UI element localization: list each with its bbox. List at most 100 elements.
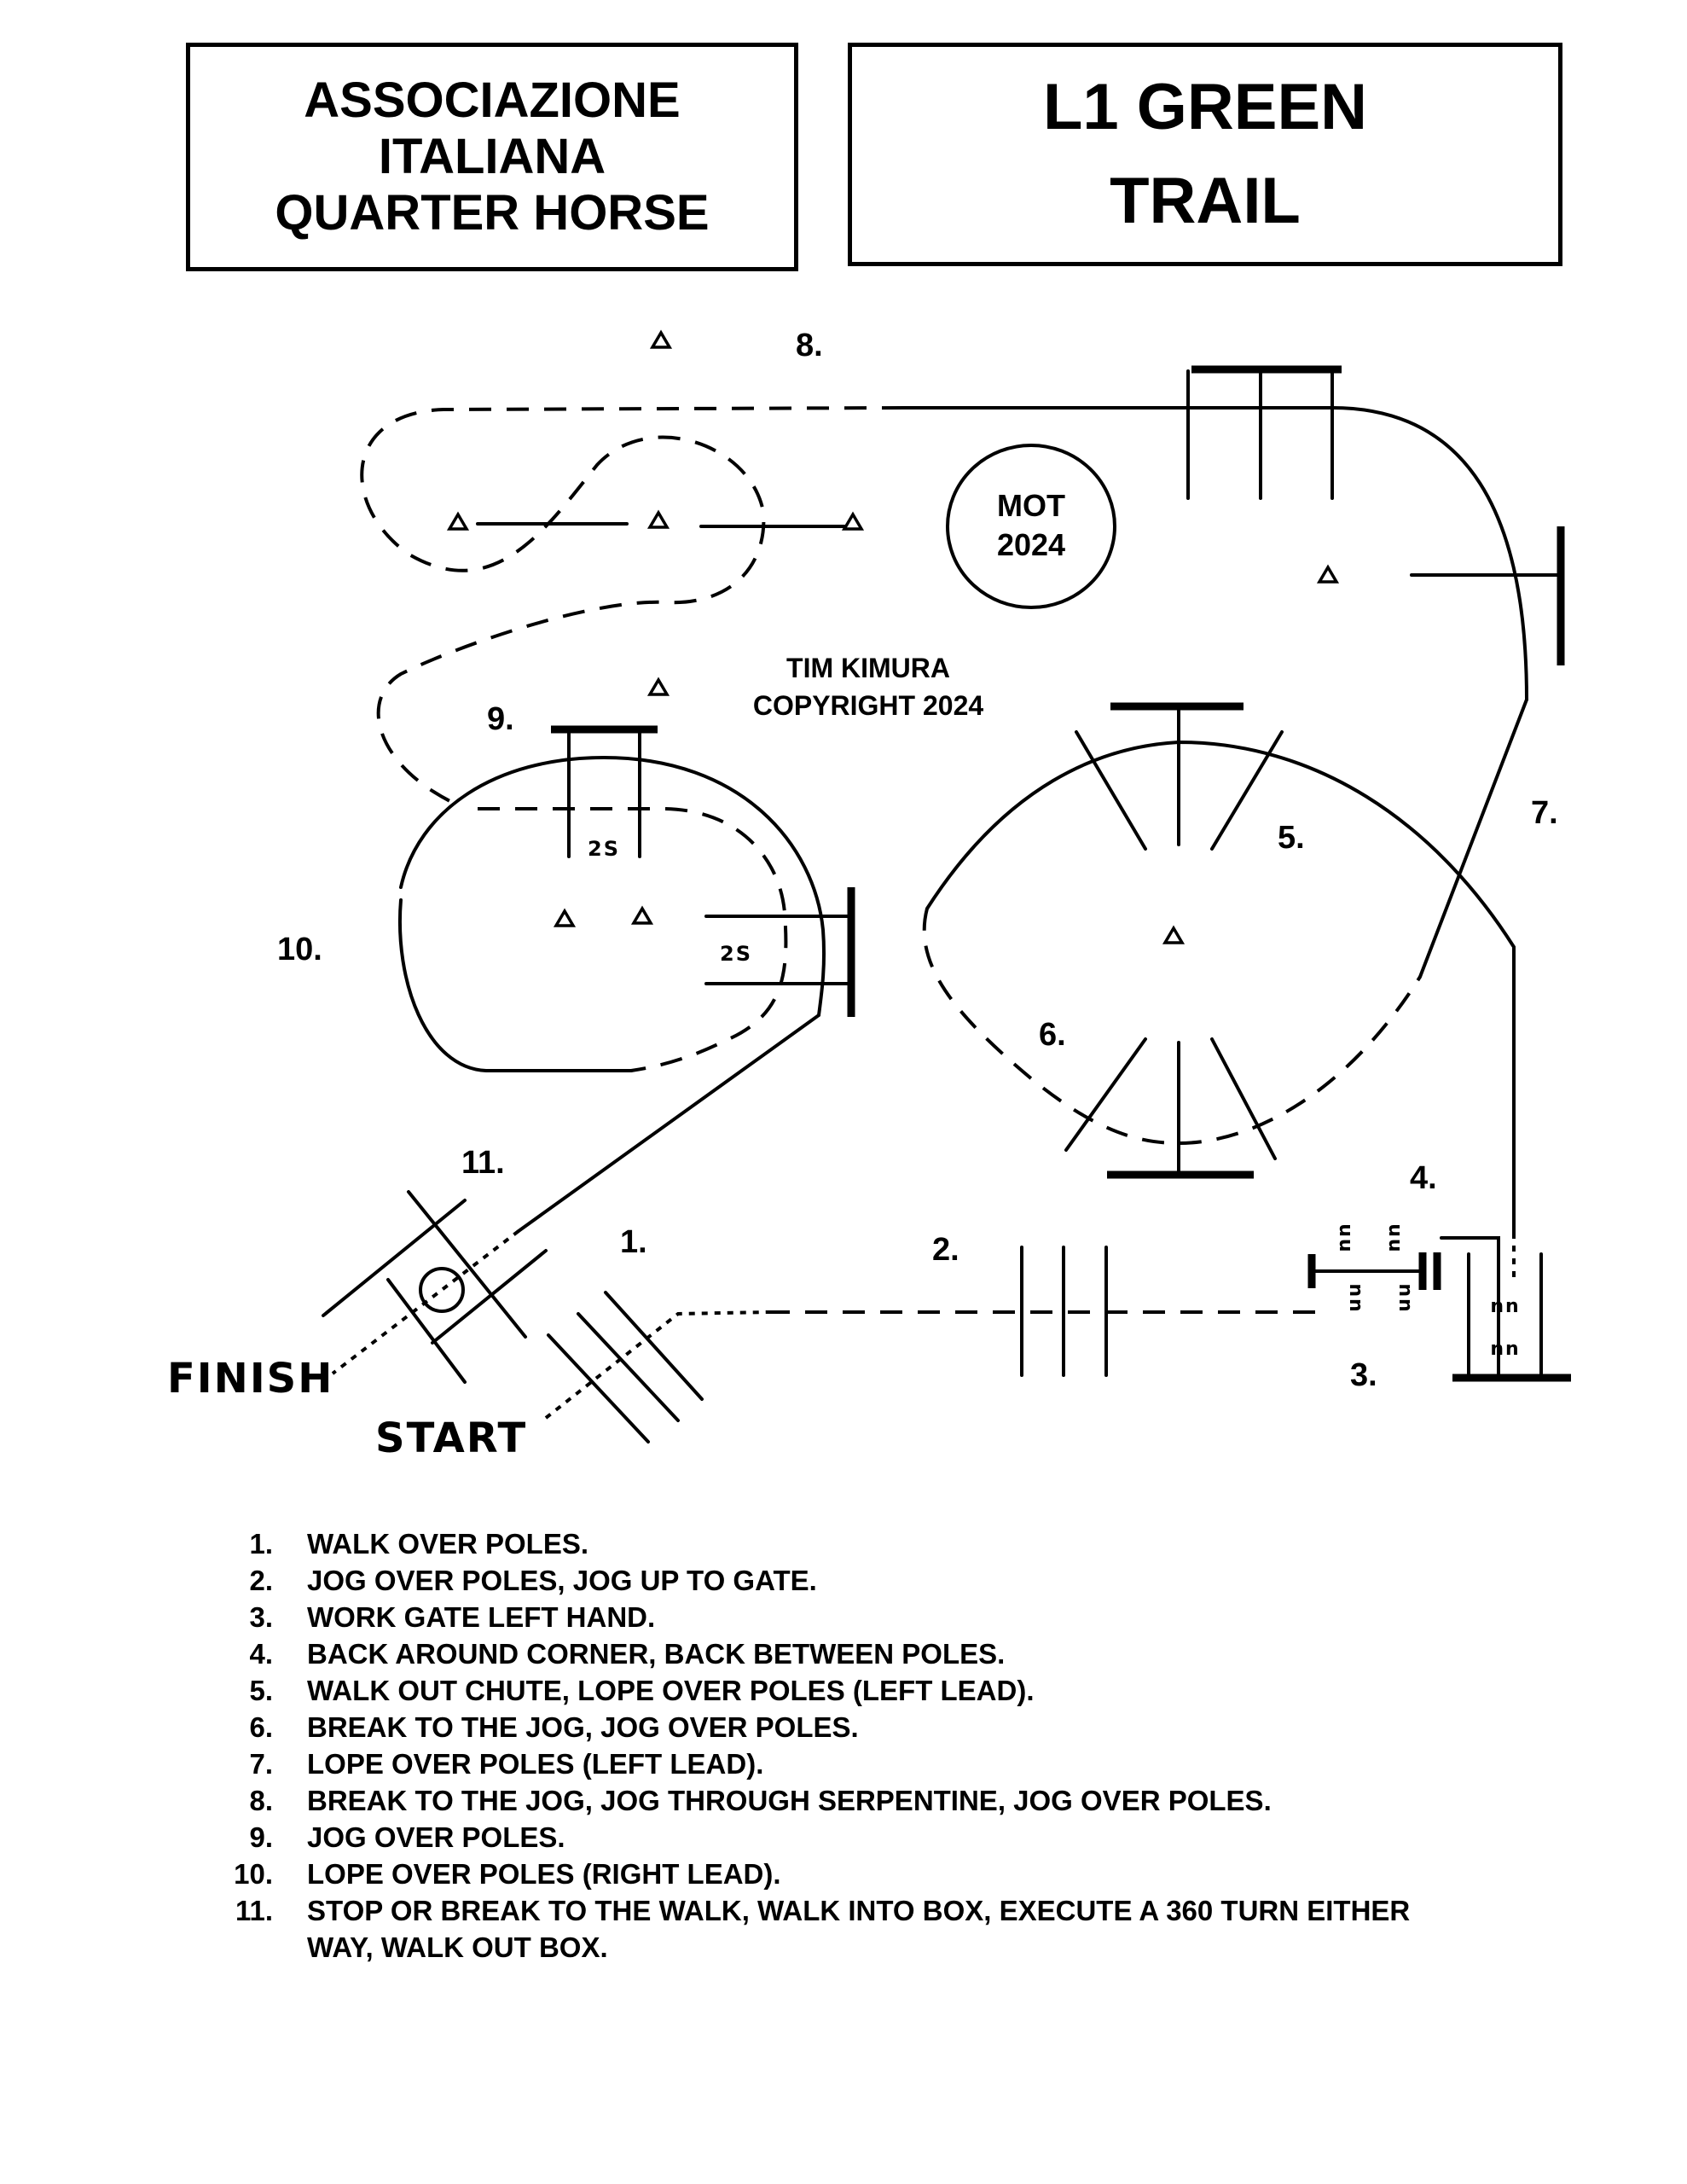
instruction-number: 8. <box>249 1785 273 1816</box>
gate-tag: nn <box>1490 1296 1520 1317</box>
route-5-lope-arc <box>925 740 1516 1234</box>
walk-pole <box>547 1333 650 1443</box>
gate-tag: nn <box>1334 1222 1355 1252</box>
marker-6: 6. <box>1039 1017 1066 1053</box>
fan-pole <box>1064 1037 1147 1152</box>
route-7-path <box>902 406 1528 701</box>
cone-icon <box>646 509 670 529</box>
cone-icon <box>646 677 670 696</box>
lope-poles-7 <box>1186 365 1342 500</box>
pole-tag: 2S <box>588 837 620 861</box>
marker-7: 7. <box>1531 795 1558 831</box>
instruction-text: BREAK TO THE JOG, JOG OVER POLES. <box>307 1711 859 1743</box>
mot-badge: MOT 2024 <box>946 444 1116 609</box>
marker-5: 5. <box>1278 820 1305 856</box>
mot-badge-circle <box>946 444 1116 609</box>
walk-pole <box>577 1312 680 1422</box>
box-pole <box>407 1190 527 1339</box>
marker-11: 11. <box>461 1145 505 1181</box>
start-label: START <box>375 1414 527 1462</box>
cone-icon <box>553 908 577 927</box>
turn-circle-icon <box>419 1267 465 1313</box>
instruction-text: BACK AROUND CORNER, BACK BETWEEN POLES. <box>307 1638 1006 1670</box>
association-line-2: ITALIANA <box>378 129 606 184</box>
marker-4: 4. <box>1410 1160 1437 1196</box>
jog-poles-2 <box>1020 1246 1108 1377</box>
walk-pole <box>604 1291 704 1401</box>
instruction-item: 1. WALK OVER POLES. <box>189 1525 1469 1562</box>
association-line-1: ASSOCIAZIONE <box>304 73 681 128</box>
box-obstacle <box>322 1190 548 1384</box>
instruction-item: 2. JOG OVER POLES, JOG UP TO GATE. <box>189 1562 1469 1599</box>
copyright-line-2: COPYRIGHT 2024 <box>753 690 984 721</box>
marker-2: 2. <box>932 1232 959 1268</box>
association-title-box: ASSOCIAZIONE ITALIANA QUARTER HORSE <box>186 43 798 271</box>
class-title-box: L1 GREEN TRAIL <box>848 43 1562 266</box>
gate-tag: nn <box>1383 1222 1405 1252</box>
cone-icon <box>1316 564 1340 584</box>
fan-pole <box>1210 1037 1277 1160</box>
instruction-number: 4. <box>249 1638 273 1670</box>
instruction-number: 10. <box>234 1858 273 1890</box>
instruction-item: 3.WORK GATE LEFT HAND. <box>189 1599 1469 1635</box>
mot-badge-line-1: MOT <box>997 488 1065 523</box>
cone-icon <box>1162 925 1186 944</box>
serpentine-obstacle <box>446 329 865 531</box>
instruction-item: 9. JOG OVER POLES. <box>189 1819 1469 1856</box>
instruction-text: JOG OVER POLES. <box>307 1821 565 1853</box>
route-11-path <box>517 1014 820 1233</box>
instruction-number: 5. <box>249 1675 273 1706</box>
instruction-text: WORK GATE LEFT HAND. <box>307 1601 656 1633</box>
fan-pole <box>1075 730 1147 851</box>
back-corner-pole <box>1440 1236 1500 1380</box>
gate-tag: nn <box>1394 1283 1416 1313</box>
class-line-2: TRAIL <box>1110 165 1301 237</box>
cone-icon <box>446 511 470 531</box>
class-line-1: L1 GREEN <box>1042 71 1368 143</box>
box-pole <box>431 1249 548 1345</box>
instruction-number: 6. <box>249 1711 273 1743</box>
marker-10: 10. <box>277 932 322 967</box>
mot-badge-line-2: 2024 <box>997 527 1065 562</box>
instruction-number: 9. <box>249 1821 273 1853</box>
instruction-text: LOPE OVER POLES (LEFT LEAD). <box>307 1748 764 1780</box>
route-10-lope-loop-bottom <box>398 898 633 1072</box>
instruction-text: JOG OVER POLES, JOG UP TO GATE. <box>307 1565 817 1596</box>
cone-icon <box>649 329 673 349</box>
instruction-text: WALK OUT CHUTE, LOPE OVER POLES (LEFT LE… <box>307 1675 1035 1706</box>
instruction-number: 7. <box>249 1748 273 1780</box>
instructions-list: 1. WALK OVER POLES. 2. JOG OVER POLES, JOG… <box>189 1525 1469 1966</box>
marker-1: 1. <box>620 1224 647 1260</box>
route-6-jog-arc <box>922 908 1422 1146</box>
instruction-item: 6. BREAK TO THE JOG, JOG OVER POLES. <box>189 1709 1469 1745</box>
instruction-text: LOPE OVER POLES (RIGHT LEAD). <box>307 1858 781 1890</box>
route-9-jog-loop <box>478 807 788 1072</box>
instruction-item: 5. WALK OUT CHUTE, LOPE OVER POLES (LEFT … <box>189 1672 1469 1709</box>
route-10-lope-loop-top <box>399 755 826 1017</box>
pole-tag: 2S <box>720 942 752 966</box>
instruction-item: 10. LOPE OVER POLES (RIGHT LEAD). <box>189 1856 1469 1892</box>
loop-obstacle: 2S 2S <box>551 725 855 1017</box>
instruction-number: 2. <box>249 1565 273 1596</box>
instruction-item: 8.BREAK TO THE JOG, JOG THROUGH SERPENTI… <box>189 1782 1469 1819</box>
instruction-item: 4. BACK AROUND CORNER, BACK BETWEEN POLES… <box>189 1635 1469 1672</box>
walk-poles-1 <box>547 1291 704 1443</box>
marker-8: 8. <box>796 328 823 363</box>
fan-pole <box>1210 730 1284 851</box>
route-7-descent <box>1418 698 1528 979</box>
fan-poles-obstacle <box>1064 702 1284 1179</box>
instruction-item: 11.STOP OR BREAK TO THE WALK, WALK INTO … <box>189 1892 1469 1966</box>
finish-label: FINISH <box>167 1355 333 1403</box>
marker-3: 3. <box>1350 1357 1377 1393</box>
back-through-obstacle: nn nn <box>1440 1233 1571 1382</box>
association-line-3: QUARTER HORSE <box>275 185 710 241</box>
cone-icon <box>841 511 865 531</box>
start-dotted-path <box>544 1310 768 1420</box>
instruction-number: 1. <box>249 1528 273 1560</box>
gate-obstacle: nn nn nn nn <box>1307 1222 1441 1314</box>
instruction-text: WALK OVER POLES. <box>307 1528 589 1560</box>
instruction-item: 7. LOPE OVER POLES (LEFT LEAD). <box>189 1745 1469 1782</box>
route-8-serpentine-path <box>360 406 905 808</box>
gate-tag: nn <box>1490 1339 1520 1360</box>
